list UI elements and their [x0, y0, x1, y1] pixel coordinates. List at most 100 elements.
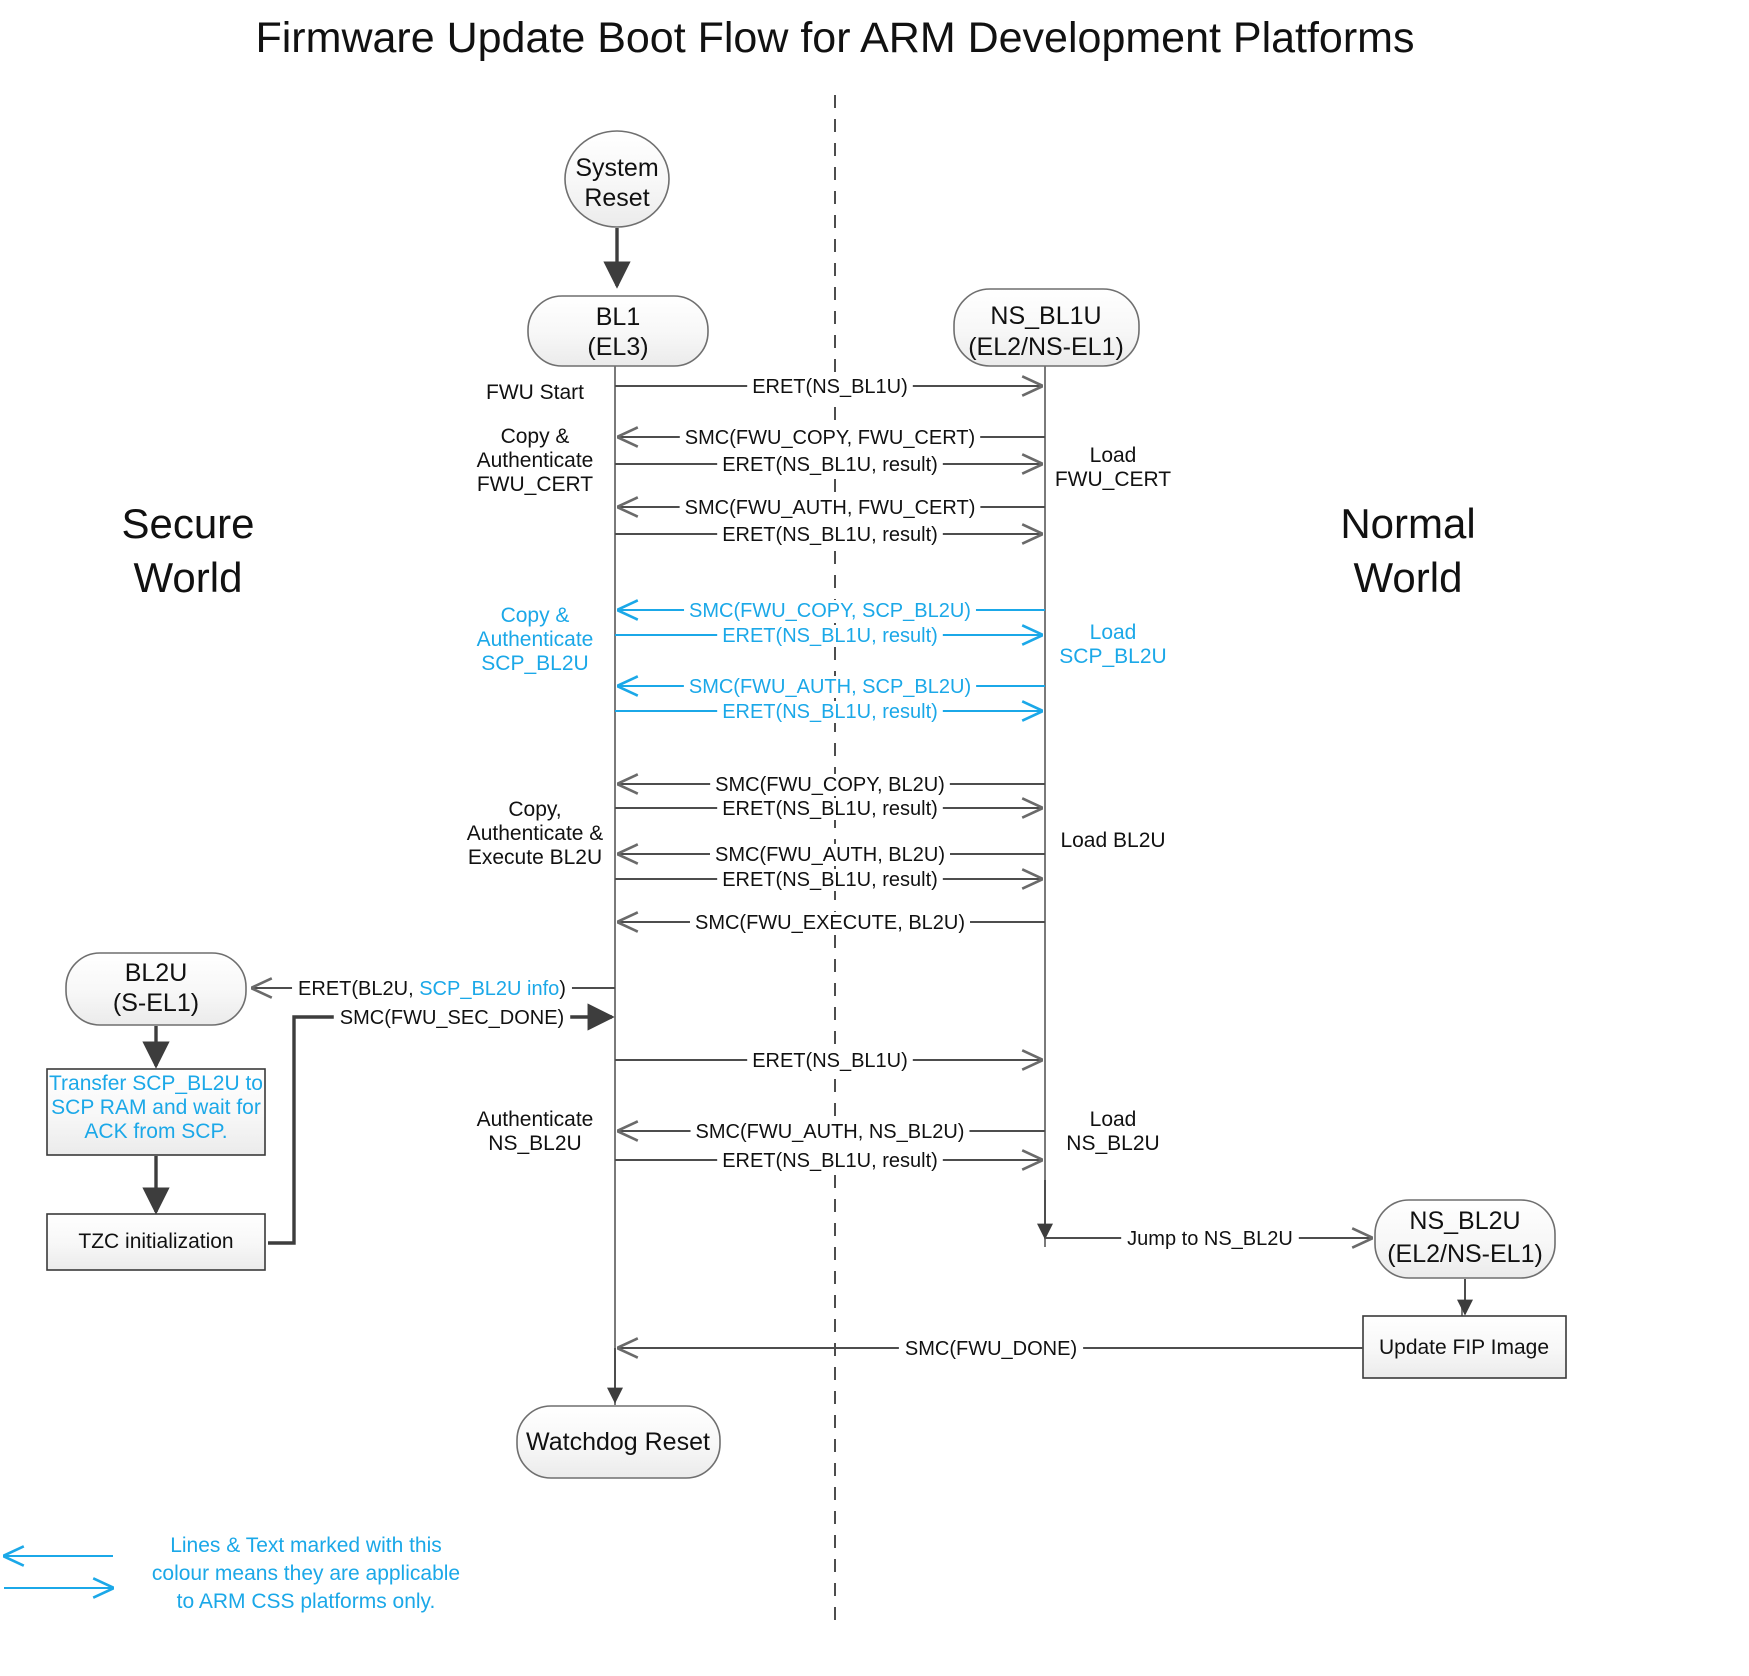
annotation-line-s4-0: Copy, — [508, 798, 561, 821]
message-m1: ERET(NS_BL1U) — [615, 376, 1042, 398]
annotation-s1: FWU Start — [486, 381, 584, 404]
eret-bl2u-suffix: ) — [559, 978, 566, 1000]
system-reset-line1: System — [575, 154, 658, 182]
message-label-bg-m8 — [683, 676, 977, 698]
normal-world-line1: Normal — [1340, 500, 1475, 547]
annotation-line-s2-1: Authenticate — [477, 449, 594, 472]
annotation-line-r1-0: Load — [1090, 444, 1137, 467]
normal-world-line2: World — [1354, 554, 1463, 601]
ns-bl1u-line2: (EL2/NS-EL1) — [968, 333, 1124, 361]
normal-world-label: Normal World — [1340, 500, 1475, 601]
label-smc-fwu-done: SMC(FWU_DONE) — [905, 1338, 1077, 1360]
legend-line3: to ARM CSS platforms only. — [177, 1590, 436, 1613]
message-m10: SMC(FWU_COPY, BL2U) — [618, 774, 1045, 796]
message-label-bg-m11 — [717, 798, 943, 820]
bl1-line2: (EL3) — [587, 333, 648, 361]
message-label-m13: ERET(NS_BL1U, result) — [722, 869, 938, 891]
message-label-bg-m13 — [717, 869, 943, 891]
secure-world-line2: World — [134, 554, 243, 601]
annotation-line-s1-0: FWU Start — [486, 381, 584, 404]
ns-bl1u-line1: NS_BL1U — [990, 302, 1101, 330]
annotation-r3: Load BL2U — [1060, 829, 1165, 852]
message-label-bg-m15 — [747, 1050, 913, 1072]
message-m17: ERET(NS_BL1U, result) — [615, 1150, 1042, 1172]
message-m8: SMC(FWU_AUTH, SCP_BL2U) — [618, 676, 1045, 698]
transfer-line3: ACK from SCP. — [84, 1120, 227, 1143]
message-m5: ERET(NS_BL1U, result) — [615, 524, 1042, 546]
message-m6: SMC(FWU_COPY, SCP_BL2U) — [618, 600, 1045, 622]
message-m15: ERET(NS_BL1U) — [615, 1050, 1042, 1072]
box-update-fip-image[interactable]: Update FIP Image — [1362, 1315, 1567, 1379]
label-eret-bl2u: ERET(BL2U, SCP_BL2U info) — [298, 978, 566, 1000]
secure-world-line1: Secure — [121, 500, 254, 547]
node-ns-bl2u[interactable]: NS_BL2U (EL2/NS-EL1) — [1374, 1199, 1556, 1279]
message-label-m7: ERET(NS_BL1U, result) — [722, 625, 938, 647]
legend: Lines & Text marked with this colour mea… — [4, 1534, 460, 1613]
message-m12: SMC(FWU_AUTH, BL2U) — [618, 844, 1045, 866]
annotation-line-r3-0: Load BL2U — [1060, 829, 1165, 852]
message-label-bg-m1 — [747, 376, 913, 398]
annotation-line-s4-1: Authenticate & — [467, 822, 604, 845]
node-watchdog-reset[interactable]: Watchdog Reset — [516, 1405, 721, 1479]
node-system-reset[interactable]: System Reset — [564, 130, 670, 228]
label-jump-to-ns-bl2u-bg — [1121, 1228, 1299, 1250]
node-bl2u[interactable]: BL2U (S-EL1) — [65, 952, 247, 1026]
svg-text:ERET(BL2U, SCP_BL2U info): ERET(BL2U, SCP_BL2U info) — [298, 978, 566, 1000]
annotation-line-s3-1: Authenticate — [477, 628, 594, 651]
bl1-line1: BL1 — [596, 303, 640, 331]
box-tzc-initialization[interactable]: TZC initialization — [46, 1213, 266, 1271]
message-label-bg-m17 — [717, 1150, 943, 1172]
annotation-line-s3-2: SCP_BL2U — [481, 652, 588, 675]
transfer-line1: Transfer SCP_BL2U to — [49, 1072, 263, 1095]
secure-world-label: Secure World — [121, 500, 254, 601]
message-layer: ERET(NS_BL1U) SMC(FWU_COPY, FWU_CERT) ERET… — [615, 376, 1045, 1172]
message-label-m17: ERET(NS_BL1U, result) — [722, 1150, 938, 1172]
label-smc-fwu-sec-done: SMC(FWU_SEC_DONE) — [340, 1007, 564, 1029]
message-label-m1: ERET(NS_BL1U) — [752, 376, 908, 398]
message-label-m16: SMC(FWU_AUTH, NS_BL2U) — [696, 1121, 965, 1143]
node-ns-bl1u[interactable]: NS_BL1U (EL2/NS-EL1) — [953, 288, 1140, 367]
message-label-m3: ERET(NS_BL1U, result) — [722, 454, 938, 476]
message-m13: ERET(NS_BL1U, result) — [615, 869, 1042, 891]
message-label-m15: ERET(NS_BL1U) — [752, 1050, 908, 1072]
message-label-m6: SMC(FWU_COPY, SCP_BL2U) — [689, 600, 971, 622]
node-bl1[interactable]: BL1 (EL3) — [527, 295, 709, 367]
message-label-m10: SMC(FWU_COPY, BL2U) — [715, 774, 945, 796]
message-m9: ERET(NS_BL1U, result) — [615, 701, 1042, 723]
message-label-bg-m14 — [689, 912, 971, 934]
box-transfer-scp-bl2u[interactable]: Transfer SCP_BL2U to SCP RAM and wait fo… — [46, 1068, 266, 1156]
ns-bl2u-line1: NS_BL2U — [1409, 1207, 1520, 1235]
message-label-m14: SMC(FWU_EXECUTE, BL2U) — [695, 912, 965, 934]
message-m2: SMC(FWU_COPY, FWU_CERT) — [618, 427, 1045, 449]
annotation-line-r2-1: SCP_BL2U — [1059, 645, 1166, 668]
label-smc-fwu-sec-done-bg — [333, 1007, 571, 1029]
message-m3: ERET(NS_BL1U, result) — [615, 454, 1042, 476]
message-label-bg-m7 — [717, 625, 943, 647]
annotation-line-r1-1: FWU_CERT — [1055, 468, 1171, 491]
annotation-line-s5-0: Authenticate — [477, 1108, 594, 1131]
legend-line2: colour means they are applicable — [152, 1562, 460, 1585]
message-label-m4: SMC(FWU_AUTH, FWU_CERT) — [685, 497, 976, 519]
message-m14: SMC(FWU_EXECUTE, BL2U) — [618, 912, 1045, 934]
message-label-bg-m16 — [690, 1121, 970, 1143]
message-label-bg-m5 — [717, 524, 943, 546]
message-label-m11: ERET(NS_BL1U, result) — [722, 798, 938, 820]
update-fip-line1: Update FIP Image — [1379, 1336, 1549, 1359]
label-jump-to-ns-bl2u: Jump to NS_BL2U — [1127, 1228, 1293, 1250]
message-label-bg-m3 — [717, 454, 943, 476]
bl2u-line1: BL2U — [125, 959, 188, 987]
page-title: Firmware Update Boot Flow for ARM Develo… — [255, 14, 1414, 62]
message-m4: SMC(FWU_AUTH, FWU_CERT) — [618, 497, 1045, 519]
transfer-line2: SCP RAM and wait for — [51, 1096, 261, 1119]
message-label-m2: SMC(FWU_COPY, FWU_CERT) — [685, 427, 975, 449]
legend-line1: Lines & Text marked with this — [170, 1534, 442, 1557]
watchdog-reset-line1: Watchdog Reset — [526, 1428, 710, 1456]
ns-bl2u-line2: (EL2/NS-EL1) — [1387, 1240, 1543, 1268]
label-eret-bl2u-bg — [292, 978, 572, 1000]
